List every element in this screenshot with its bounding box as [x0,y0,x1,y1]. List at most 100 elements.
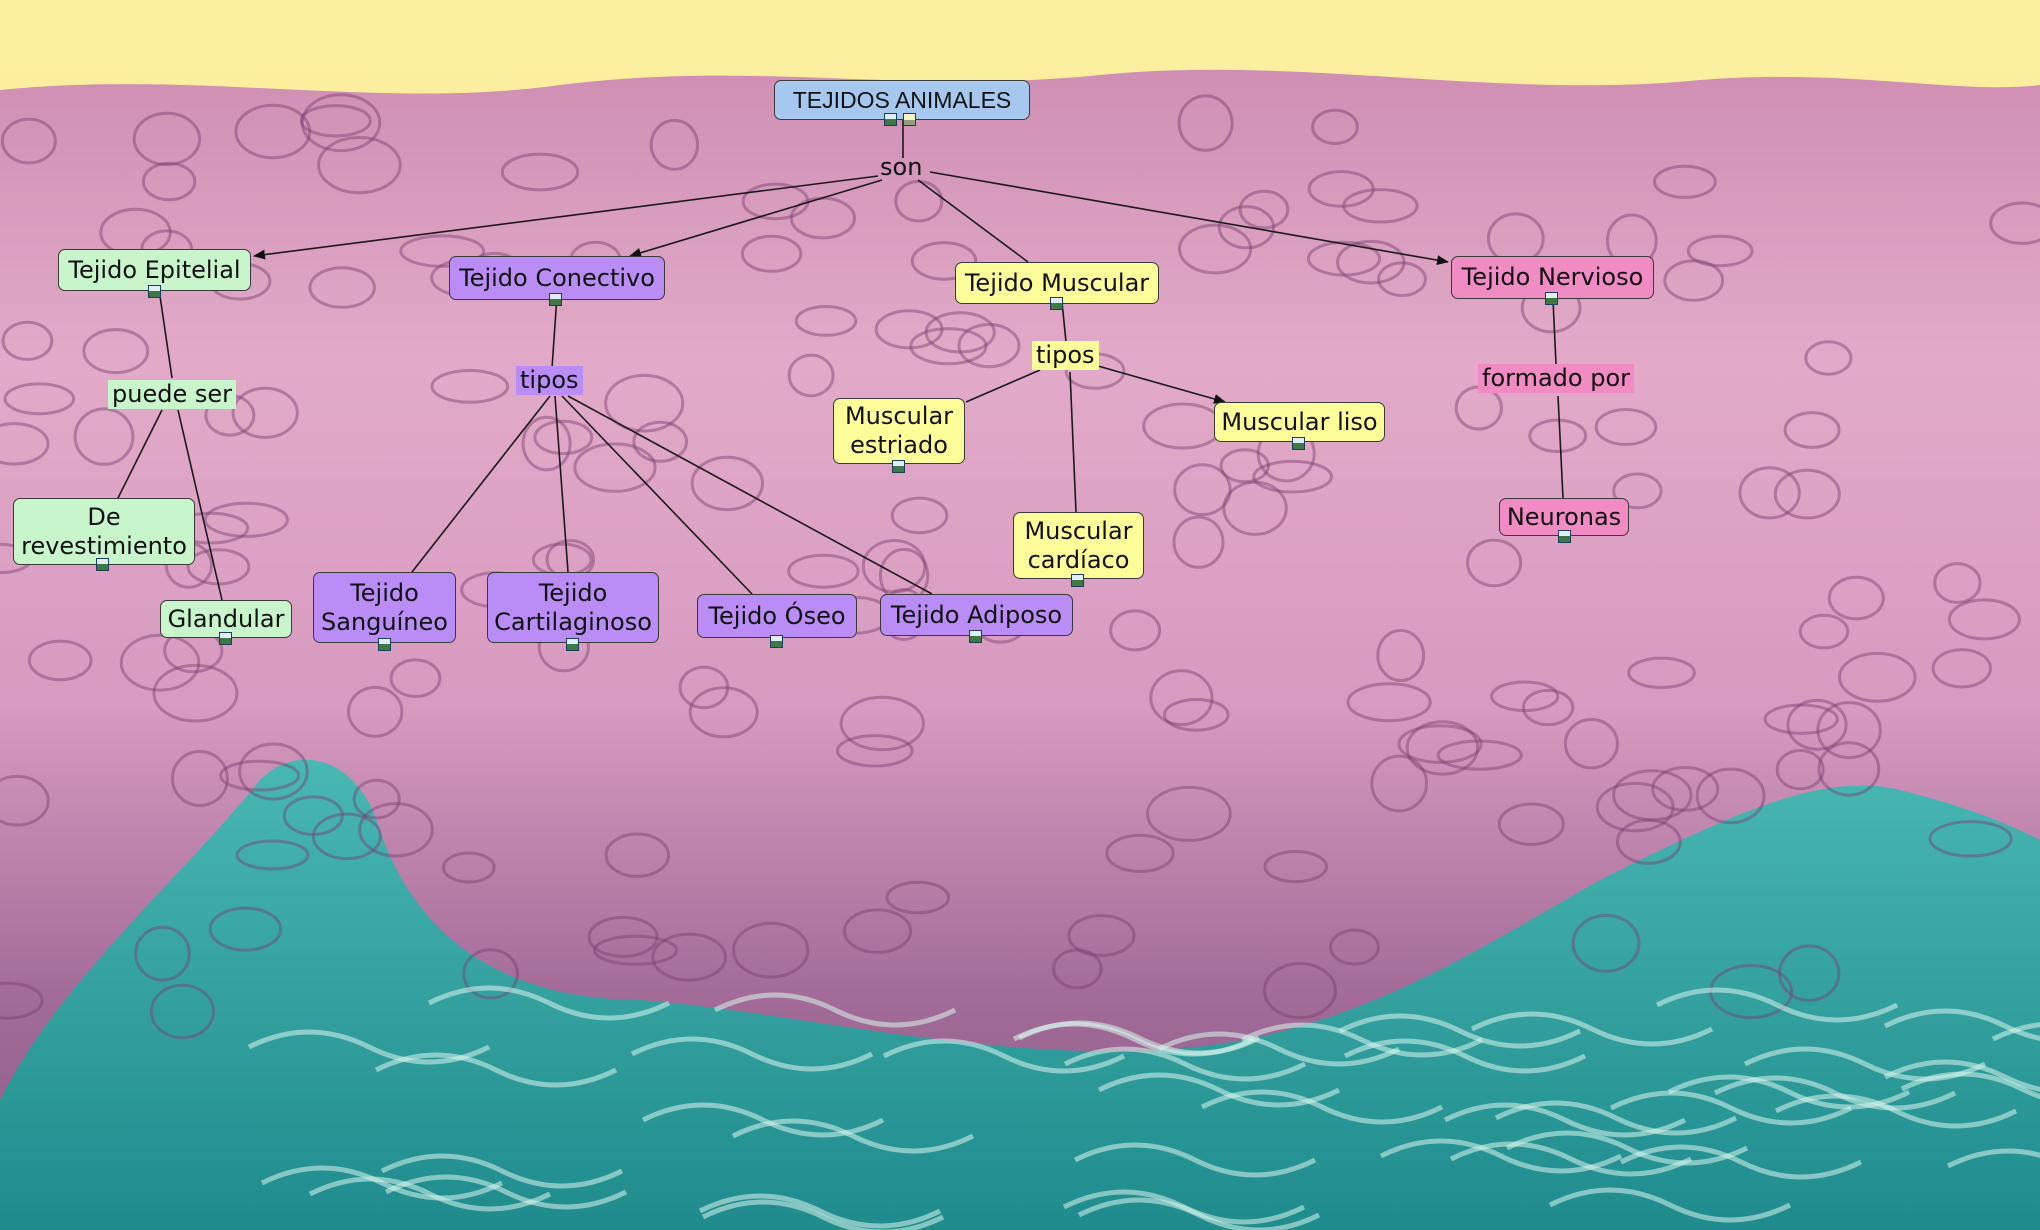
cell-nucleus [1989,201,2040,245]
connective-fiber [384,1174,628,1210]
link-label-tipos-conectivo[interactable]: tipos [516,366,583,395]
concept-muscular-estriado[interactable]: Muscular estriado [833,398,965,464]
line-tipos-liso [1097,365,1226,404]
cell-nucleus [794,305,858,337]
cell-nucleus [1786,698,1848,751]
cell-nucleus [1405,720,1480,776]
cell-nucleus [1827,575,1885,621]
connective-fiber [1713,1075,1957,1111]
cell-nucleus [1594,408,1658,446]
connective-fiber [1900,1071,2040,1100]
link-label-tipos-muscular[interactable]: tipos [1032,341,1099,370]
concept-tejido-epitelial[interactable]: Tejido Epitelial [58,249,251,291]
cell-nucleus [1052,948,1103,990]
cell-nucleus [389,658,442,699]
cell-nucleus [300,93,382,153]
connective-fiber [1609,1090,1853,1126]
cell-nucleus [1778,944,1841,1002]
cell-nucleus [219,759,301,792]
connective-fiber [1063,1046,1307,1082]
cell-nucleus [1263,850,1328,884]
cell-nucleus [1775,749,1825,791]
cell-nucleus [1105,833,1175,874]
image-resource-icon[interactable] [1545,292,1558,305]
concept-tejido-sanguineo[interactable]: Tejido Sanguíneo [313,572,456,643]
cell-nucleus [462,948,519,1000]
image-resource-icon[interactable] [219,632,232,645]
image-resource-icon[interactable] [566,638,579,651]
cell-nucleus [1149,669,1214,726]
cell-nucleus [649,118,700,171]
cell-nucleus [132,111,202,166]
image-resource-icon[interactable] [549,293,562,306]
cell-nucleus [430,369,510,404]
cell-nucleus [651,932,727,982]
connective-fiber [1505,1130,1749,1166]
cell-nucleus [593,934,679,966]
connective-fiber [374,1052,618,1088]
cell-nucleus [1336,239,1406,285]
concept-tejido-oseo[interactable]: Tejido Óseo [697,594,857,638]
link-label-puede-ser[interactable]: puede ser [108,380,236,409]
cell-nucleus [1238,189,1290,230]
connective-fiber [1470,1011,1714,1047]
cell-nucleus [1067,914,1136,957]
line-son-nervioso [929,171,1449,266]
cell-nucleus [27,639,93,682]
image-resource-icon[interactable] [1558,530,1571,543]
image-resource-icon[interactable] [1050,297,1063,310]
image-resource-icon[interactable] [1292,437,1305,450]
cell-nucleus [352,778,401,820]
cell-nucleus [282,795,344,836]
concept-muscular-cardiaco[interactable]: Muscular cardíaco [1013,512,1144,579]
cell-nucleus [308,266,376,309]
cell-nucleus [1311,108,1359,146]
cell-nucleus [957,323,1021,369]
concept-tejido-conectivo[interactable]: Tejido Conectivo [449,256,665,300]
cell-nucleus [521,415,572,472]
cell-nucleus [874,309,944,350]
image-resource-icon[interactable] [378,638,391,651]
line-tipos-cartilaginoso [554,395,569,573]
cell-nucleus [885,880,951,915]
cell-nucleus [1222,480,1288,536]
cell-nucleus [231,386,299,439]
cell-nucleus [1436,739,1523,771]
concept-glandular[interactable]: Glandular [160,600,292,638]
image-resource-icon[interactable] [884,113,897,126]
cell-nucleus [119,633,201,692]
document-resource-icon[interactable] [903,113,916,126]
cell-nucleus [1217,205,1276,250]
cell-nucleus [1773,468,1841,520]
cell-nucleus [1329,928,1380,966]
line-son-epitelial [253,175,879,260]
cell-nucleus [604,832,670,878]
cell-nucleus [909,327,988,366]
link-label-son[interactable]: son [880,153,923,181]
image-resource-icon[interactable] [892,460,905,473]
cell-nucleus [1816,701,1882,760]
image-resource-icon[interactable] [96,558,109,571]
image-resource-icon[interactable] [148,285,161,298]
cell-nucleus [358,802,434,858]
line-tipos-sanguineo [411,395,551,573]
image-resource-icon[interactable] [969,630,982,643]
image-resource-icon[interactable] [1071,574,1084,587]
concept-de-revestimiento[interactable]: De revestimiento [13,498,195,565]
concept-tejido-cartilaginoso[interactable]: Tejido Cartilaginoso [487,572,659,643]
concept-muscular-liso[interactable]: Muscular liso [1214,402,1385,442]
connective-fiber [1655,987,1899,1023]
cell-nucleus [1528,418,1588,453]
cell-nucleus [1146,785,1232,842]
concept-neuronas[interactable]: Neuronas [1499,498,1629,536]
line-tipos-adiposo [567,395,933,595]
connective-fiber [1338,1013,1582,1049]
cell-nucleus [1798,613,1850,650]
concept-tejidos-animales[interactable]: TEJIDOS ANIMALES [774,80,1030,120]
cell-nucleus [1695,767,1766,825]
cell-nucleus [573,442,657,493]
concept-tejido-adiposo[interactable]: Tejido Adiposo [880,594,1073,636]
link-label-formado-por[interactable]: formado por [1478,364,1634,393]
image-resource-icon[interactable] [770,635,783,648]
cell-nucleus [1521,688,1575,727]
